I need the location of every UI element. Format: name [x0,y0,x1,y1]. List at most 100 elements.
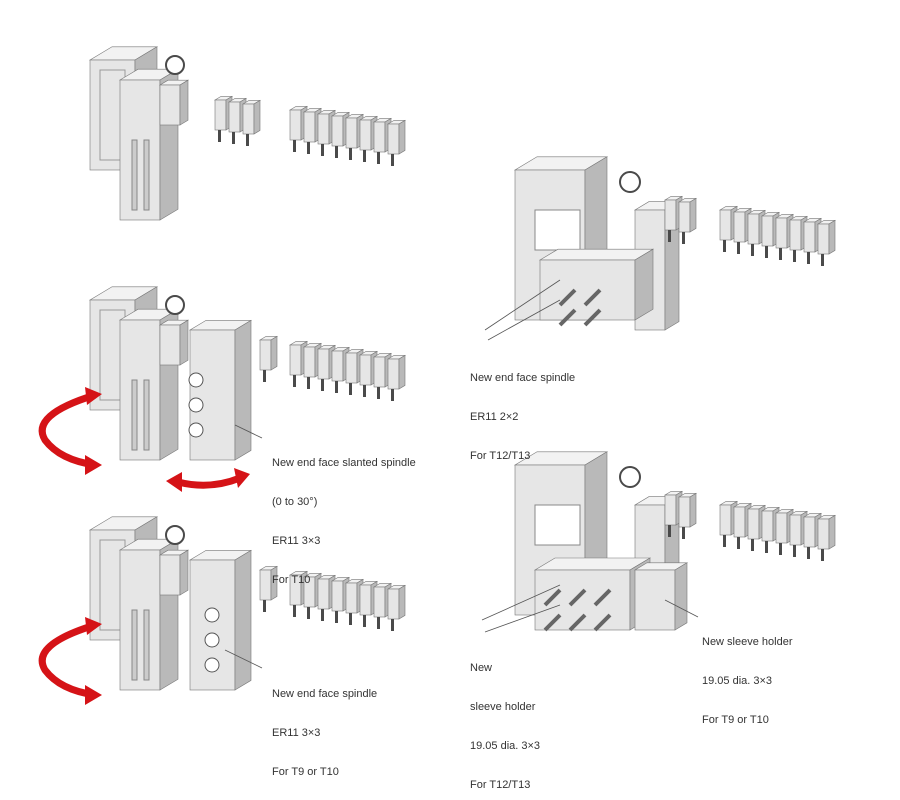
spindle-nose [204,632,220,648]
tool-shank [793,545,796,557]
tool-shank [821,549,824,561]
tool-shank [363,615,366,627]
callout-line: 19.05 dia. 3×3 [702,675,773,687]
tool-holder-front [803,516,816,548]
slot [131,139,138,211]
spindle-flange [619,466,641,488]
end-face-spindle-2x2-side [634,248,654,321]
turret-end-face-3x3 [88,516,407,691]
arrowhead [85,387,102,405]
tool-shank [723,535,726,547]
tool-holder-front [259,339,272,371]
callout-end-face-spindle-2x2: New end face spindle ER11 2×2 For T12/T1… [470,346,575,489]
callout-line: sleeve holder [470,701,536,713]
spindle-flange [619,171,641,193]
tool-holder-side [689,197,697,233]
side-plate-side [179,79,189,126]
callout-line: New end face spindle [272,688,378,700]
tool-shank [779,543,782,555]
tool-holder-side [253,99,261,135]
tool-shank [293,375,296,387]
tool-holder-front [331,115,344,147]
callout-slanted-spindle: New end face slanted spindle (0 to 30°) … [272,431,416,613]
tool-holder-side [270,335,278,371]
tool-holder-side [398,119,406,155]
tool-holder-front [242,103,255,135]
tool-holder-front [317,113,330,145]
tool-holder-front [345,117,358,149]
spindle-nose [204,657,220,673]
tool-holder-front [761,215,774,247]
callout-sleeve-holder-t12: New sleeve holder 19.05 dia. 3×3 For T12… [470,636,540,800]
tool-holder-front [303,346,316,378]
tool-shank [558,288,577,307]
rotation-arrow [38,621,97,699]
tool-holder-front [289,344,302,376]
slot [131,609,138,681]
tool-holder-front [289,109,302,141]
tool-holder-front [747,213,760,245]
tool-shank [543,588,562,607]
tool-shank [363,385,366,397]
callout-sleeve-holder-t9: New sleeve holder 19.05 dia. 3×3 For T9 … [702,610,793,753]
base-turret-top [88,46,407,221]
tool-holder-front [775,512,788,544]
tool-holder-side [828,514,836,550]
tool-shank [593,613,612,632]
tool-shank [321,379,324,391]
tool-shank [682,527,685,539]
turret-slanted-config [88,286,407,461]
callout-line: (0 to 30°) [272,496,318,508]
callout-line: For T10 [272,574,311,586]
end-face-spindle-2x2-front [539,259,636,321]
tool-holder-front [317,348,330,380]
tool-shank [568,588,587,607]
side-plate-front [159,554,181,596]
arrowhead [85,617,102,635]
tool-holder-side [398,584,406,620]
turret-body-front [119,79,161,221]
tool-shank [391,154,394,166]
callout-line: New sleeve holder [702,636,793,648]
tool-holder-front [345,352,358,384]
side-plate-front [159,84,181,126]
end-face-spindle-2x2-top [538,248,655,261]
tool-holder-front [761,510,774,542]
spindle-nose [188,422,204,438]
leader-line [224,649,263,669]
tool-holder-front [789,514,802,546]
tool-holder-front [817,223,830,255]
leader-line [484,279,561,331]
tool-shank [779,248,782,260]
callout-line: For T12/T13 [470,779,531,791]
leader-line [487,299,561,341]
tool-holder-front [228,101,241,133]
tool-shank [377,152,380,164]
tool-shank [583,288,602,307]
tool-shank [568,613,587,632]
tool-shank [737,242,740,254]
tool-shank [751,244,754,256]
tool-shank [293,140,296,152]
side-plate-side [179,319,189,366]
tool-holder-front [359,119,372,151]
end-face-spindle-unit-side [234,549,252,691]
callout-line: For T9 or T10 [272,766,339,778]
callout-line: 19.05 dia. 3×3 [470,740,541,752]
arrowhead [85,685,102,705]
sleeve-holder-t9-side [674,562,688,631]
arrowhead [85,455,102,475]
turret-body-front [119,319,161,461]
callout-line: For T9 or T10 [702,714,769,726]
leader-line [481,584,561,621]
spindle-flange [165,525,185,545]
tool-shank [723,240,726,252]
spindle-flange [165,295,185,315]
tool-holder-front [747,508,760,540]
tool-shank [793,250,796,262]
tool-shank [807,547,810,559]
tool-shank [232,132,235,144]
spindle-nose [188,372,204,388]
